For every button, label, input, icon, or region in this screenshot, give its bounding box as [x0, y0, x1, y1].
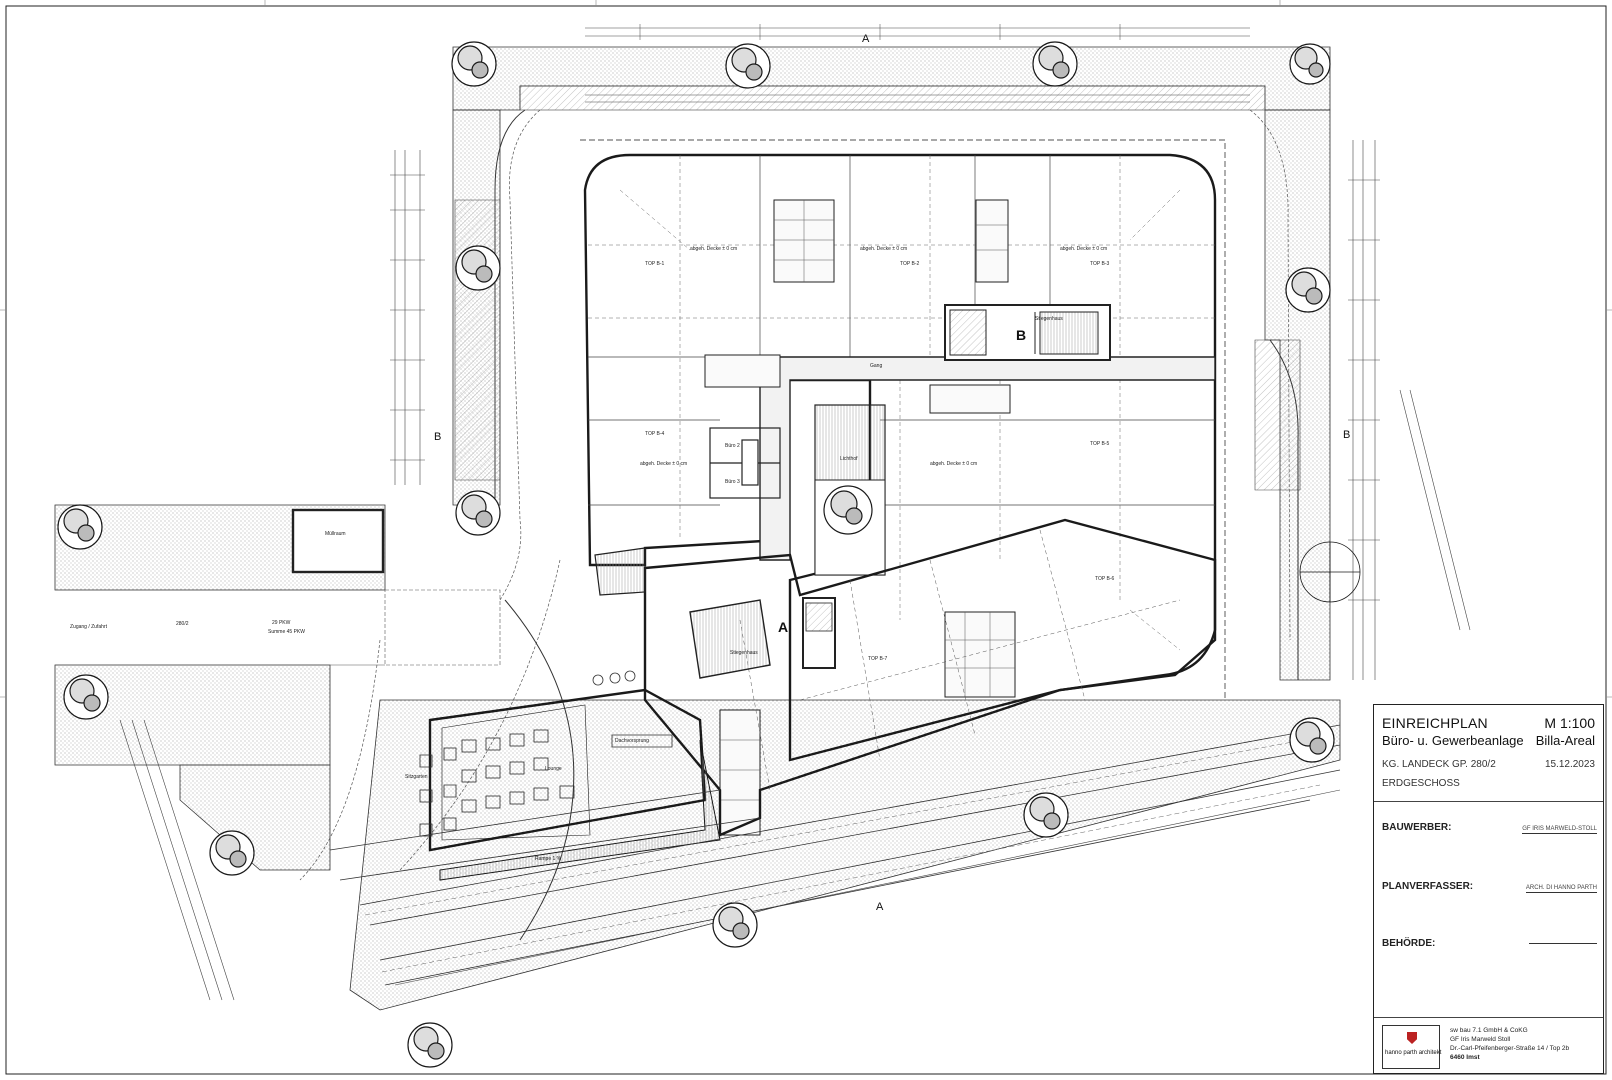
room-top-b1: TOP B-1	[645, 261, 664, 267]
core-b	[944, 304, 1111, 361]
address-line: sw bau 7.1 GmbH & CoKG	[1450, 1027, 1528, 1034]
label-aisle: Gang	[870, 363, 882, 369]
corridor	[759, 356, 1216, 561]
label-parking-slot: 280/2	[176, 621, 189, 627]
project-name: Billa-Areal	[1535, 733, 1595, 748]
plan-title: EINREICHPLAN	[1382, 715, 1488, 731]
upper-block	[580, 139, 1226, 762]
tree-icon	[1289, 717, 1335, 763]
cadastral-info: KG. LANDECK GP. 280/2	[1382, 759, 1496, 770]
room-top-b6: TOP B-6	[1095, 576, 1114, 582]
label-floor-4: abgeh. Decke ± 0 cm	[640, 461, 687, 467]
room-buero-2: Büro 2	[725, 443, 740, 449]
wc-dividers	[720, 200, 1015, 801]
tree-icon	[57, 504, 103, 550]
room-top-b5: TOP B-5	[1090, 441, 1109, 447]
parking-west	[55, 589, 501, 666]
label-floor-2: abgeh. Decke ± 0 cm	[860, 246, 907, 252]
lower-block	[643, 518, 1217, 837]
architect-logo: hanno parth architekt	[1382, 1025, 1442, 1069]
room-lichthof: Lichthof	[840, 456, 858, 462]
section-marker-b-left: B	[434, 431, 441, 443]
room-buero-3: Büro 3	[725, 479, 740, 485]
floor-name: ERDGESCHOSS	[1382, 778, 1460, 789]
ramp-dash	[364, 734, 1331, 973]
title-block: EINREICHPLAN M 1:100 Büro- u. Gewerbeanl…	[1373, 704, 1604, 1074]
label-staircase-a: Stiegenhaus	[730, 650, 758, 656]
tree-icon	[455, 245, 501, 291]
plan-date: 15.12.2023	[1544, 759, 1595, 770]
behoerde-value	[1529, 942, 1597, 944]
left-stairs	[594, 547, 646, 596]
tree-icon	[455, 490, 501, 536]
ramps	[329, 724, 1341, 986]
planverfasser-label: PLANVERFASSER:	[1382, 881, 1474, 892]
sitzgarten-tables	[419, 747, 457, 837]
tree-icon	[209, 830, 255, 876]
buero-rooms	[709, 427, 781, 499]
tree-icon	[1299, 541, 1361, 603]
section-marker-b-right: B	[1343, 429, 1350, 441]
upper-grid	[588, 155, 1215, 506]
tree-icon	[712, 902, 758, 948]
tree-icon	[1285, 267, 1331, 313]
architect-logo-icon	[1407, 1032, 1417, 1044]
address-line: 6460 Imst	[1450, 1054, 1480, 1061]
section-marker-a-top: A	[862, 33, 870, 45]
label-floor-1: abgeh. Decke ± 0 cm	[690, 246, 737, 252]
label-parking: 29 PKW	[272, 620, 291, 626]
room-dachvorsprung: Dachvorsprung	[615, 738, 649, 744]
core-a-label: A	[778, 619, 788, 635]
architect-logo-name: hanno parth architekt	[1385, 1050, 1442, 1056]
section-marker-a-bottom: A	[876, 901, 884, 913]
upper-dash-grid	[588, 155, 1215, 651]
north-strip	[519, 85, 1266, 111]
bauwerber-label: BAUWERBER:	[1382, 822, 1452, 833]
project-type: Büro- u. Gewerbeanlage	[1382, 733, 1524, 748]
room-sitzgarten: Sitzgarten	[405, 774, 428, 780]
label-ramp: Rampe 1 %	[535, 856, 562, 862]
behoerde-label: BEHÖRDE:	[1382, 938, 1436, 949]
muellraum	[291, 508, 385, 574]
tree-icon	[823, 485, 873, 535]
label-zugang: Zugang / Zufahrt	[70, 624, 108, 630]
bauwerber-value: GF IRIS MARWELD-STOLL	[1522, 826, 1597, 834]
tree-icon	[407, 1022, 453, 1068]
address-line: Dr.-Carl-Pfeifenberger-Straße 14 / Top 2…	[1450, 1045, 1570, 1052]
wc-blocks	[704, 199, 1016, 836]
sheet-border	[5, 5, 1607, 1075]
label-parking-sum: Summe 45 PKW	[268, 629, 305, 635]
label-staircase-b: Stiegenhaus	[1035, 316, 1063, 322]
label-floor-5: abgeh. Decke ± 0 cm	[930, 461, 977, 467]
plan-scale: M 1:100	[1544, 715, 1595, 731]
tree-icon	[1032, 41, 1078, 87]
dim-ticks	[390, 24, 1380, 601]
room-muellraum: Müllraum	[325, 531, 346, 537]
tree-icon	[451, 41, 497, 87]
tree-icon	[63, 674, 109, 720]
address-line: GF Iris Marweld Stoll	[1450, 1036, 1511, 1043]
room-top-b3: TOP B-3	[1090, 261, 1109, 267]
room-top-b4: TOP B-4	[645, 431, 664, 437]
room-lounge: Lounge	[545, 766, 562, 772]
tree-icon	[1023, 792, 1069, 838]
lounge-wing	[428, 688, 721, 881]
room-top-b2: TOP B-2	[900, 261, 919, 267]
section-markers: A A B B B A	[434, 33, 1350, 913]
dim-chains	[119, 27, 1471, 1001]
divider	[1374, 1017, 1603, 1018]
room-labels: TOP B-1 TOP B-2 TOP B-3 TOP B-4 TOP B-5 …	[70, 246, 1114, 862]
sheet-ticks	[0, 0, 1612, 698]
lounge-furniture	[461, 670, 673, 813]
room-top-b7: TOP B-7	[868, 656, 887, 662]
core-b-label: B	[1016, 327, 1026, 343]
tree-icon	[725, 43, 771, 89]
core-a	[689, 597, 836, 679]
divider	[1374, 801, 1603, 802]
tree-icon	[1289, 43, 1331, 85]
label-floor-3: abgeh. Decke ± 0 cm	[1060, 246, 1107, 252]
trees	[57, 41, 1361, 1068]
planverfasser-value: ARCH. DI HANNO PARTH	[1525, 885, 1597, 893]
